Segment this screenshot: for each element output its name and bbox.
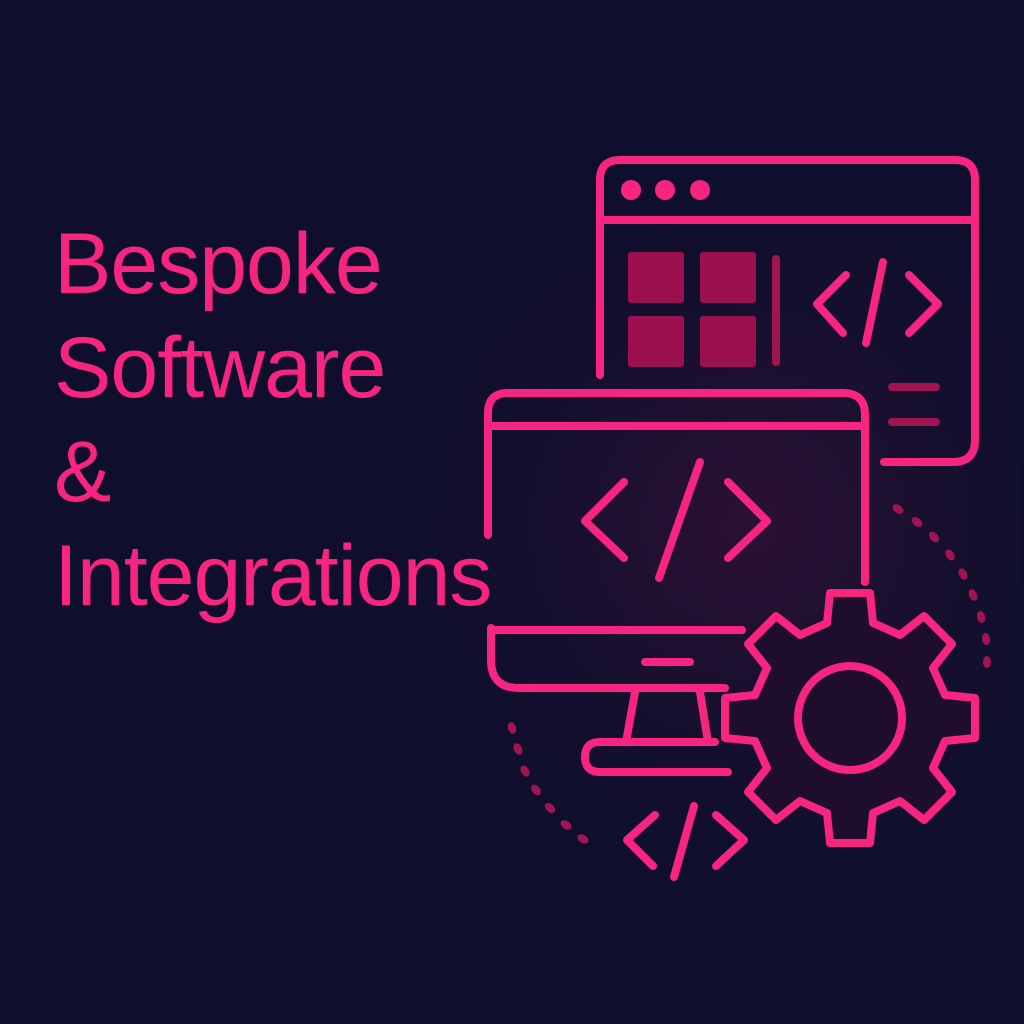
code-brackets-icon (813, 258, 942, 347)
monitor-icon (484, 389, 869, 776)
floating-code-icon (623, 802, 748, 881)
dotted-arc-decoration (507, 504, 991, 844)
headline: Bespoke Software & Integrations (54, 212, 492, 628)
code-brackets-icon (581, 458, 771, 582)
headline-line-3: & (54, 424, 111, 520)
gear-icon (721, 589, 979, 847)
headline-line-4: Integrations (54, 528, 492, 624)
browser-window-icon (596, 156, 979, 466)
window-dots-icon (621, 180, 710, 200)
headline-line-2: Software (54, 320, 386, 416)
headline-line-1: Bespoke (54, 216, 383, 312)
grid-tiles-icon (628, 252, 780, 367)
